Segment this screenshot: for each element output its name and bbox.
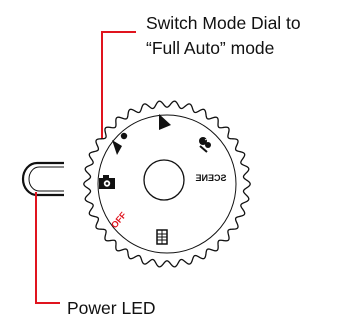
power-led-leader-line — [35, 192, 60, 304]
mode-dial-leader-line — [101, 31, 136, 168]
mode-dial[interactable]: SCENE OFF — [83, 100, 251, 268]
power-led-callout: Power LED — [67, 298, 156, 318]
movie-icon — [156, 229, 168, 245]
scene-label: SCENE — [195, 173, 226, 183]
dial-center-button[interactable] — [143, 159, 185, 201]
macro-icon — [199, 136, 211, 153]
mode-dial-callout-line-2: “Full Auto” mode — [146, 38, 274, 58]
camera-icon — [99, 175, 115, 189]
portrait-icon — [112, 132, 128, 155]
play-icon — [159, 114, 171, 130]
power-led — [21, 161, 64, 197]
power-led-inner — [28, 166, 64, 192]
mode-dial-callout-line-1: Switch Mode Dial to — [146, 13, 301, 33]
dial-inner-ring — [97, 114, 237, 254]
